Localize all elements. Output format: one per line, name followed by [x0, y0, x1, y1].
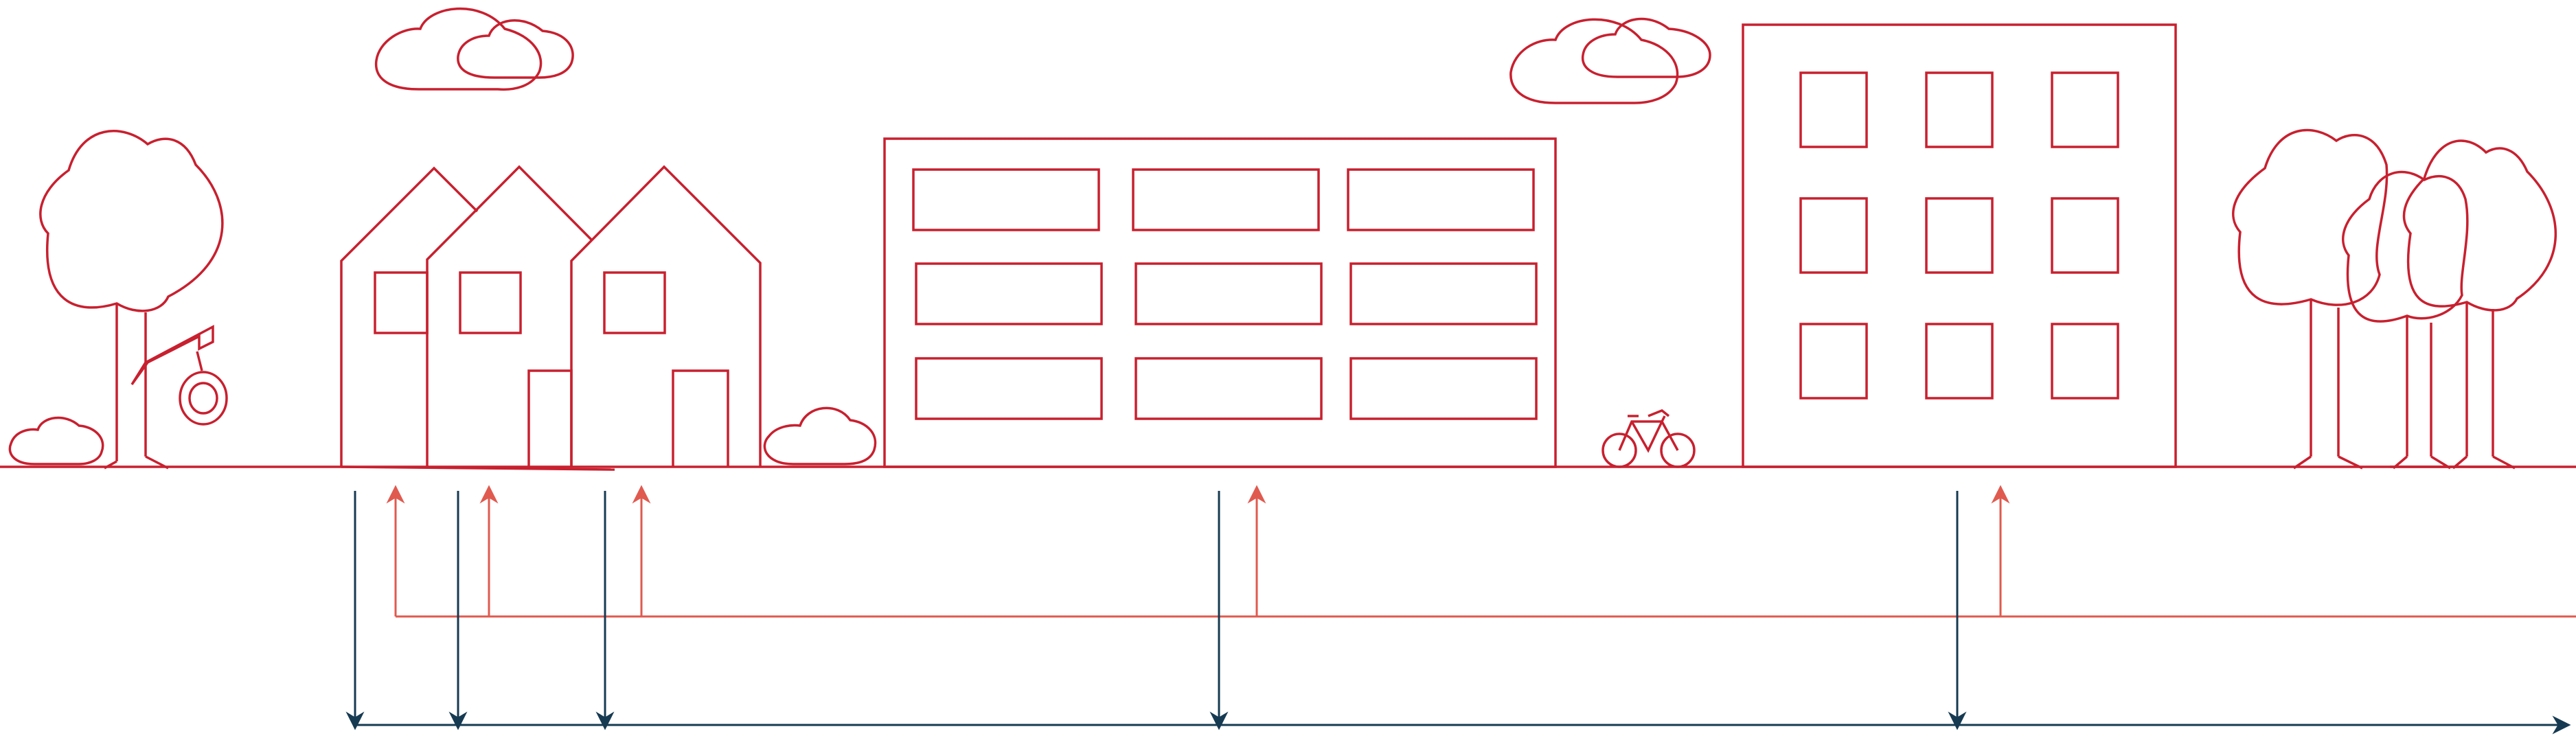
scene-line-art [0, 7, 2576, 471]
cloud-icon [763, 406, 877, 465]
office-building-icon [883, 137, 1557, 468]
tree-with-tire-swing-icon [39, 130, 228, 470]
return-flow-lines [386, 485, 2576, 618]
cloud-icon [374, 7, 574, 91]
apartment-tower-icon [1742, 23, 2177, 468]
forest-icon [2232, 128, 2557, 470]
cloud-icon [1509, 17, 1711, 104]
row-houses-icon [340, 165, 762, 471]
supply-flow-lines [345, 491, 2571, 735]
cloud-icon [8, 416, 104, 465]
bicycle-icon [1602, 408, 1696, 468]
